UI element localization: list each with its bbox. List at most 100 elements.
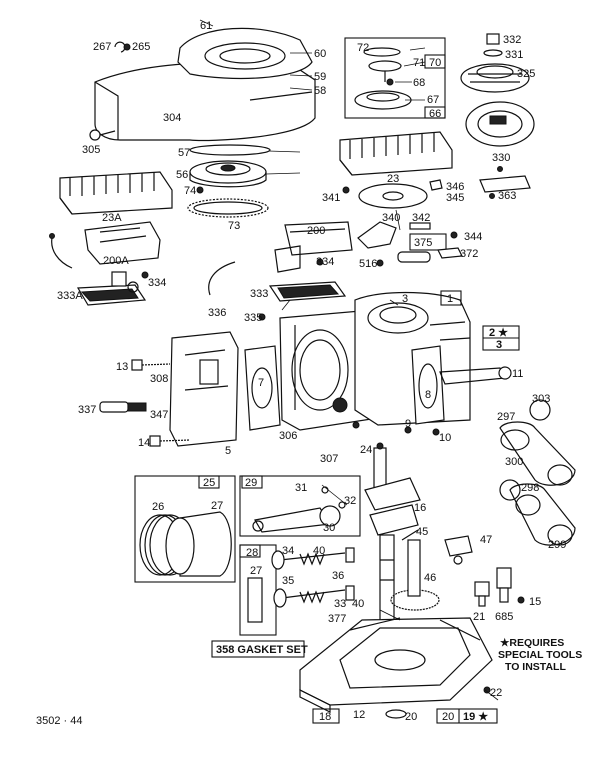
label-31: 31 [295, 482, 307, 494]
label-305: 305 [82, 144, 100, 156]
label-1: 1 [447, 293, 453, 305]
label-68: 68 [413, 77, 425, 89]
gasket-377 [349, 617, 481, 641]
valve-tappet-27 [247, 577, 263, 623]
label-19: 19 ★ [463, 711, 488, 723]
kit-box-375 [409, 233, 447, 251]
label-331: 331 [505, 49, 523, 61]
carburetor-kit-box-66 [344, 37, 446, 119]
label-346: 346 [446, 181, 464, 193]
screw-305 [89, 129, 116, 141]
muffler-plate [358, 183, 428, 209]
nut-74 [196, 186, 204, 194]
label-47: 47 [480, 534, 492, 546]
label-308: 308 [150, 373, 168, 385]
ring-gear-73 [187, 198, 269, 218]
label-25: 25 [203, 477, 215, 489]
label-28: 28 [246, 547, 258, 559]
label-372: 372 [460, 248, 478, 260]
label-71: 71 [413, 57, 425, 69]
breather-tube-11 [439, 366, 512, 385]
label-box-20-19 [436, 708, 498, 724]
screw-334a [141, 271, 149, 279]
fan-325 [460, 63, 530, 93]
bolt-341 [342, 186, 350, 194]
note-line-1: ★REQUIRES [500, 637, 564, 649]
leader-lines [265, 47, 499, 701]
screw-334b [316, 258, 324, 266]
label-66: 66 [429, 108, 441, 120]
nut-332 [486, 33, 500, 45]
piston-27 [165, 511, 232, 577]
label-58: 58 [314, 85, 326, 97]
label-8: 8 [425, 389, 431, 401]
label-57: 57 [178, 147, 190, 159]
label-685: 685 [495, 611, 513, 623]
bolt-22 [483, 686, 491, 694]
seal-72 [363, 47, 401, 57]
label-3b: 3 [496, 339, 502, 351]
flywheel-screen-57 [189, 144, 271, 156]
label-box-66 [424, 106, 446, 119]
bracket-363 [479, 166, 531, 199]
cylinder-head-23a [59, 171, 173, 215]
piston-box-25 [134, 475, 236, 583]
pin-267 [114, 41, 131, 53]
label-14: 14 [138, 437, 150, 449]
label-59: 59 [314, 71, 326, 83]
dowel-307 [352, 421, 360, 429]
carburetor-308 [169, 331, 239, 447]
label-23a: 23A [102, 212, 122, 224]
spring-516 [397, 251, 431, 263]
gasket-set-box [211, 640, 305, 658]
gasket-set-label: 358 GASKET SET [216, 644, 308, 656]
bowl-67 [354, 90, 412, 110]
label-36: 36 [332, 570, 344, 582]
valves-34-35 [271, 550, 346, 608]
label-336: 336 [208, 307, 226, 319]
label-40b: 40 [352, 598, 364, 610]
note-line-3: TO INSTALL [505, 661, 566, 673]
bracket-346 [429, 179, 443, 191]
label-box-70 [424, 54, 446, 69]
pin-10 [432, 428, 440, 436]
part-labels: 61 267 265 60 59 58 304 305 57 56 74 73 … [57, 20, 566, 723]
label-344: 344 [464, 231, 482, 243]
label-27b: 27 [250, 565, 262, 577]
label-30: 30 [323, 522, 335, 534]
label-15: 15 [529, 596, 541, 608]
gasket-7 [244, 345, 281, 431]
label-22: 22 [490, 687, 502, 699]
cam-gear-46 [390, 539, 440, 611]
label-20: 20 [405, 711, 417, 723]
valve-71 [368, 60, 402, 82]
label-13: 13 [116, 361, 128, 373]
label-7: 7 [258, 377, 264, 389]
label-34: 34 [282, 545, 294, 557]
label-12: 12 [353, 709, 365, 721]
label-26: 26 [152, 501, 164, 513]
label-325: 325 [517, 68, 535, 80]
label-345: 345 [446, 192, 464, 204]
label-32: 32 [344, 495, 356, 507]
plug-15 [517, 596, 525, 604]
label-334b: 334 [316, 256, 334, 268]
label-200: 200 [307, 225, 325, 237]
label-18: 18 [319, 711, 331, 723]
label-347: 347 [150, 409, 168, 421]
label-23: 23 [387, 173, 399, 185]
breather-200 [274, 221, 353, 273]
armature-333a [76, 271, 147, 306]
label-20-box: 20 [442, 711, 454, 723]
oil-drain-21 [474, 581, 490, 607]
link-342 [409, 222, 431, 230]
label-box-25 [198, 475, 220, 489]
label-337: 337 [78, 404, 96, 416]
label-5: 5 [225, 445, 231, 457]
washer-331 [483, 49, 503, 57]
crankshaft-16 [364, 447, 421, 626]
spring-68 [386, 78, 394, 86]
label-box-28 [239, 544, 261, 558]
label-333a: 333A [57, 290, 83, 302]
label-330: 330 [492, 152, 510, 164]
